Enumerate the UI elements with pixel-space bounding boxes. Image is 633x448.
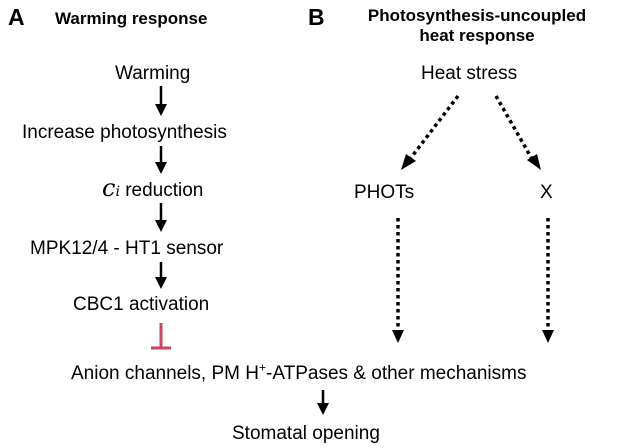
node-mpk-ht1-sensor: MPK12/4 - HT1 sensor xyxy=(30,238,224,259)
arrow-targets-to-stomatal-opening xyxy=(317,390,329,415)
node-x: X xyxy=(540,182,553,203)
targets-superscript: + xyxy=(259,360,267,375)
node-cbc1-activation: CBC1 activation xyxy=(73,294,210,315)
ci-symbol: c xyxy=(102,174,116,202)
targets-text-pre: Anion channels, PM H xyxy=(71,363,259,384)
inhibition-cbc1-to-targets xyxy=(151,323,171,350)
panel-b-title-line2: heat response xyxy=(419,26,535,45)
node-warming: Warming xyxy=(115,63,191,84)
dotted-arrow-heat-to-x xyxy=(494,95,541,170)
arrow-warming-to-photosynthesis xyxy=(155,86,167,116)
dotted-arrow-phots-to-targets xyxy=(392,218,404,343)
node-targets: Anion channels, PM H+-ATPases & other me… xyxy=(71,360,527,384)
node-heat-stress: Heat stress xyxy=(421,63,518,84)
panel-a-title: Warming response xyxy=(55,9,208,28)
arrow-ci-to-sensor xyxy=(155,203,167,232)
dotted-arrow-x-to-targets xyxy=(542,218,554,343)
panel-b-title: Photosynthesis-uncoupled heat response xyxy=(342,6,612,46)
node-ci-reduction: ci reduction xyxy=(102,176,203,200)
panel-b-title-line1: Photosynthesis-uncoupled xyxy=(367,6,587,25)
ci-subscript: i xyxy=(115,184,120,200)
panel-b-letter: B xyxy=(308,4,325,30)
arrow-photosynthesis-to-ci xyxy=(155,146,167,174)
node-increase-photosynthesis: Increase photosynthesis xyxy=(22,122,227,143)
node-stomatal-opening: Stomatal opening xyxy=(232,423,380,444)
panel-a-letter: A xyxy=(8,4,25,30)
arrow-sensor-to-cbc1 xyxy=(155,262,167,289)
ci-text: reduction xyxy=(119,180,204,201)
node-phots: PHOTs xyxy=(354,182,415,203)
targets-text-post: -ATPases & other mechanisms xyxy=(266,363,527,384)
dotted-arrow-heat-to-phots xyxy=(401,94,460,170)
